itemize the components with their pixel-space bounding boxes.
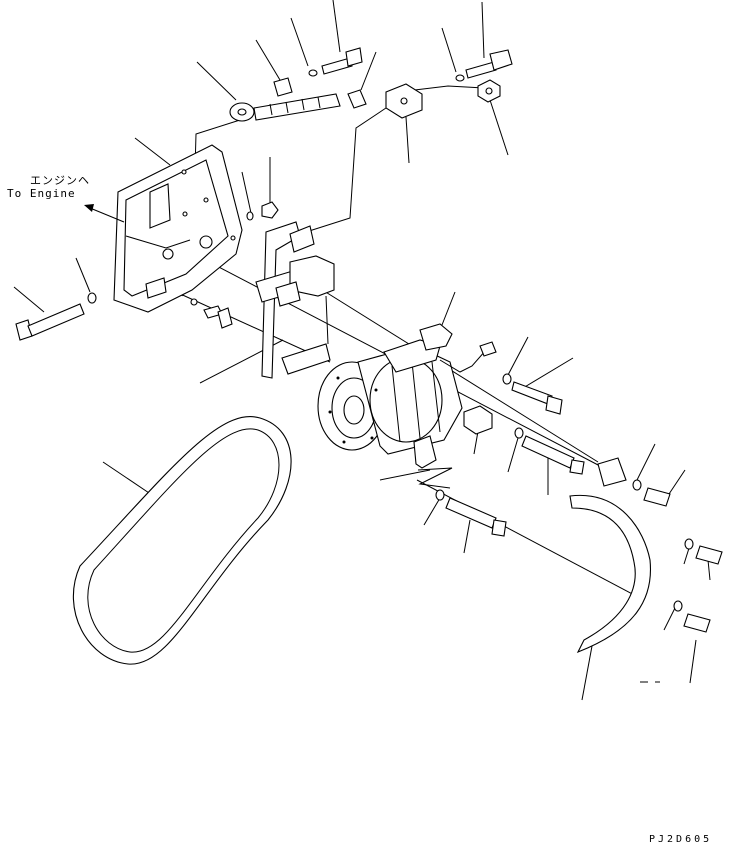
v-belt (72, 416, 292, 665)
ac-compressor (317, 323, 497, 455)
right-bracket (255, 221, 335, 379)
left-bracket (113, 144, 243, 313)
belt-guard (569, 457, 723, 654)
adjust-rod (229, 93, 341, 122)
spacer-blocks (413, 373, 585, 537)
to-engine-arrow-icon (84, 204, 125, 223)
to-engine-label-jp: エンジンヘ (30, 174, 90, 187)
left-fasteners (15, 201, 279, 341)
drawing-code: PJ2D605 (649, 834, 713, 845)
tension-block (385, 79, 501, 119)
top-bolts (273, 47, 513, 109)
to-engine-label-en: To Engine (7, 187, 76, 200)
